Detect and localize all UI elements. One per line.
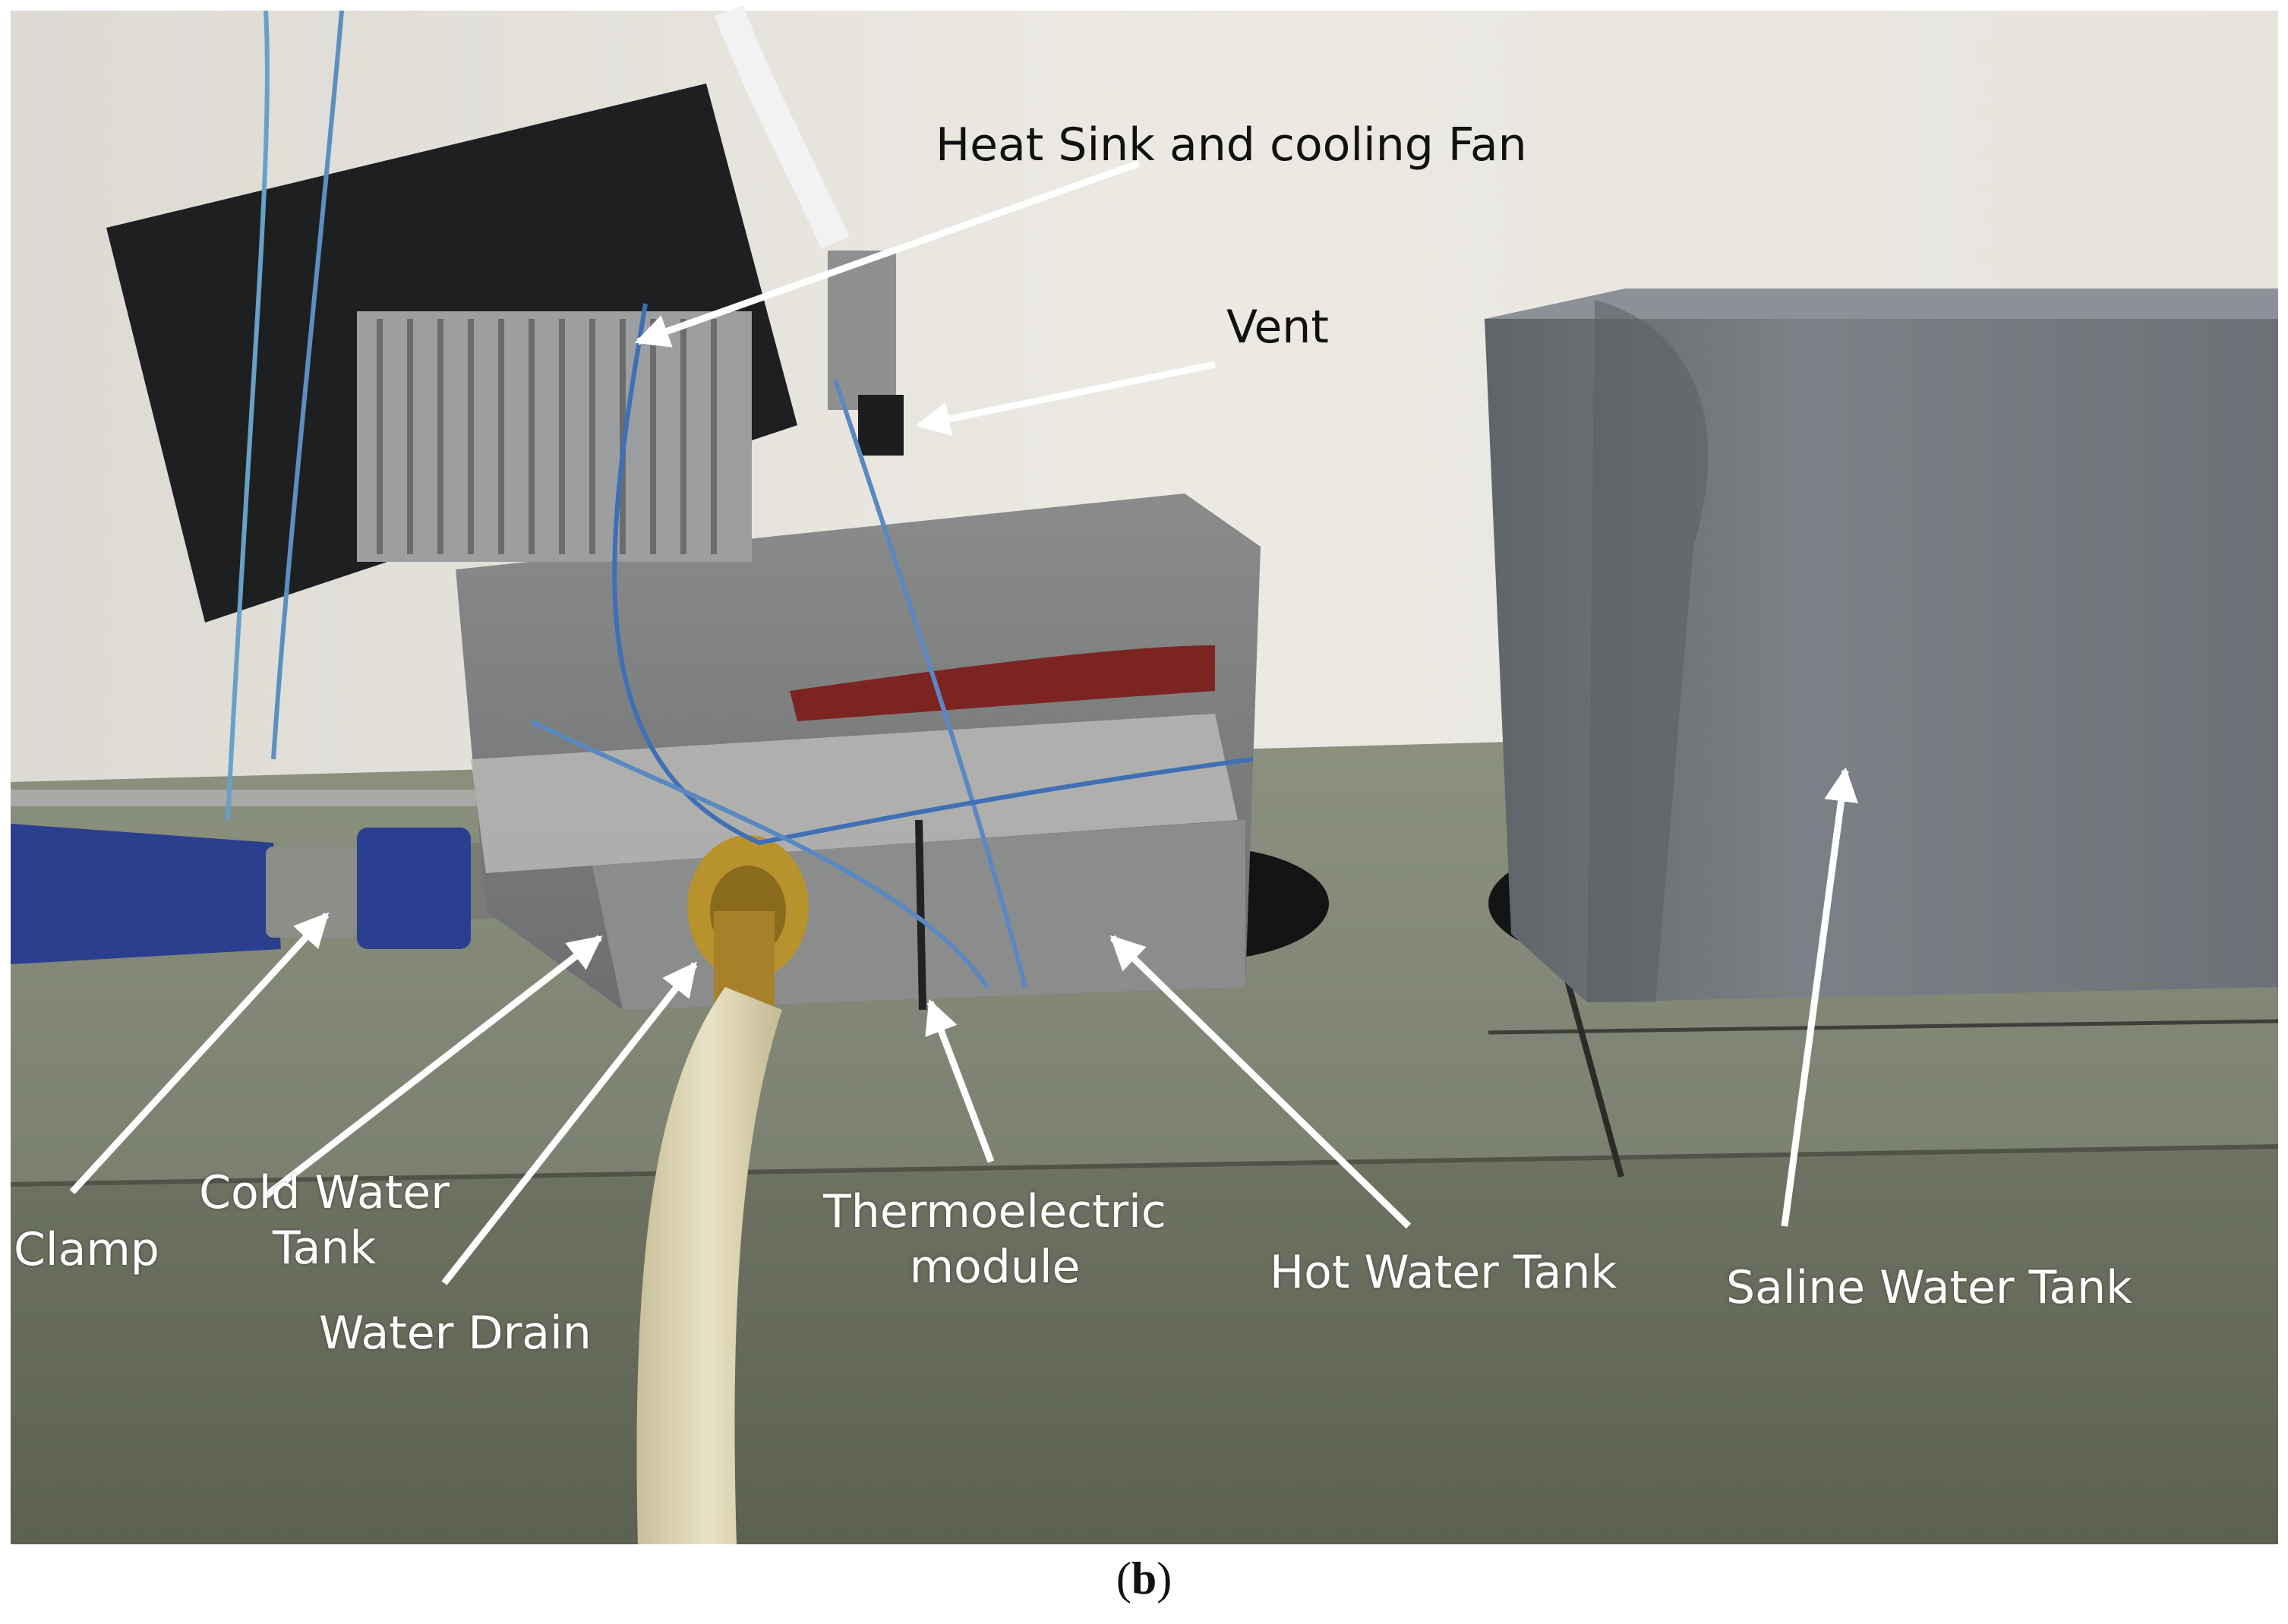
caption-letter: b xyxy=(1131,1553,1157,1604)
label-thermoelectric-line1: Thermoelectric xyxy=(823,1185,1166,1238)
label-cold-water-tank: Cold Water Tank xyxy=(191,1165,457,1276)
clamp-handle xyxy=(11,824,281,964)
label-thermoelectric-module: Thermoelectric module xyxy=(805,1184,1185,1295)
label-vent: Vent xyxy=(1226,301,1329,354)
label-water-drain: Water Drain xyxy=(319,1307,592,1360)
label-heat-sink: Heat Sink and cooling Fan xyxy=(936,118,1527,172)
white-tube xyxy=(715,5,850,250)
thermoelectric-module xyxy=(915,819,926,1011)
figure-caption: (b) xyxy=(0,1553,2288,1605)
label-saline-water-tank: Saline Water Tank xyxy=(1726,1261,2132,1314)
label-cold-water-tank-line2: Tank xyxy=(272,1222,377,1276)
wires xyxy=(226,10,1254,989)
arrow-vent xyxy=(915,361,1216,436)
arrow-thermoelectric xyxy=(925,998,995,1163)
sealant-layer xyxy=(471,714,1238,873)
label-cold-water-tank-line1: Cold Water xyxy=(199,1166,450,1219)
caption-close-paren: ) xyxy=(1157,1553,1172,1604)
caption-open-paren: ( xyxy=(1116,1553,1131,1604)
vent-fitting xyxy=(828,251,896,410)
arrow-water-drain xyxy=(441,961,698,1285)
label-hot-water-tank: Hot Water Tank xyxy=(1270,1246,1617,1299)
arrow-heat-sink xyxy=(634,159,1141,348)
arrow-clamp xyxy=(69,912,330,1195)
label-thermoelectric-line2: module xyxy=(909,1241,1081,1294)
arrow-hot-tank xyxy=(1109,935,1412,1229)
annotation-arrows xyxy=(69,159,1858,1285)
red-gasket xyxy=(790,645,1215,721)
threaded-rod xyxy=(11,790,557,806)
arrow-cold-tank xyxy=(264,935,603,1199)
water-drain-hose xyxy=(636,987,782,1544)
label-clamp: Clamp xyxy=(14,1223,159,1276)
arrow-saline-tank xyxy=(1781,767,1858,1227)
table-front xyxy=(11,1146,2278,1544)
clamp-nut xyxy=(357,828,471,949)
heat-sink xyxy=(357,311,752,562)
